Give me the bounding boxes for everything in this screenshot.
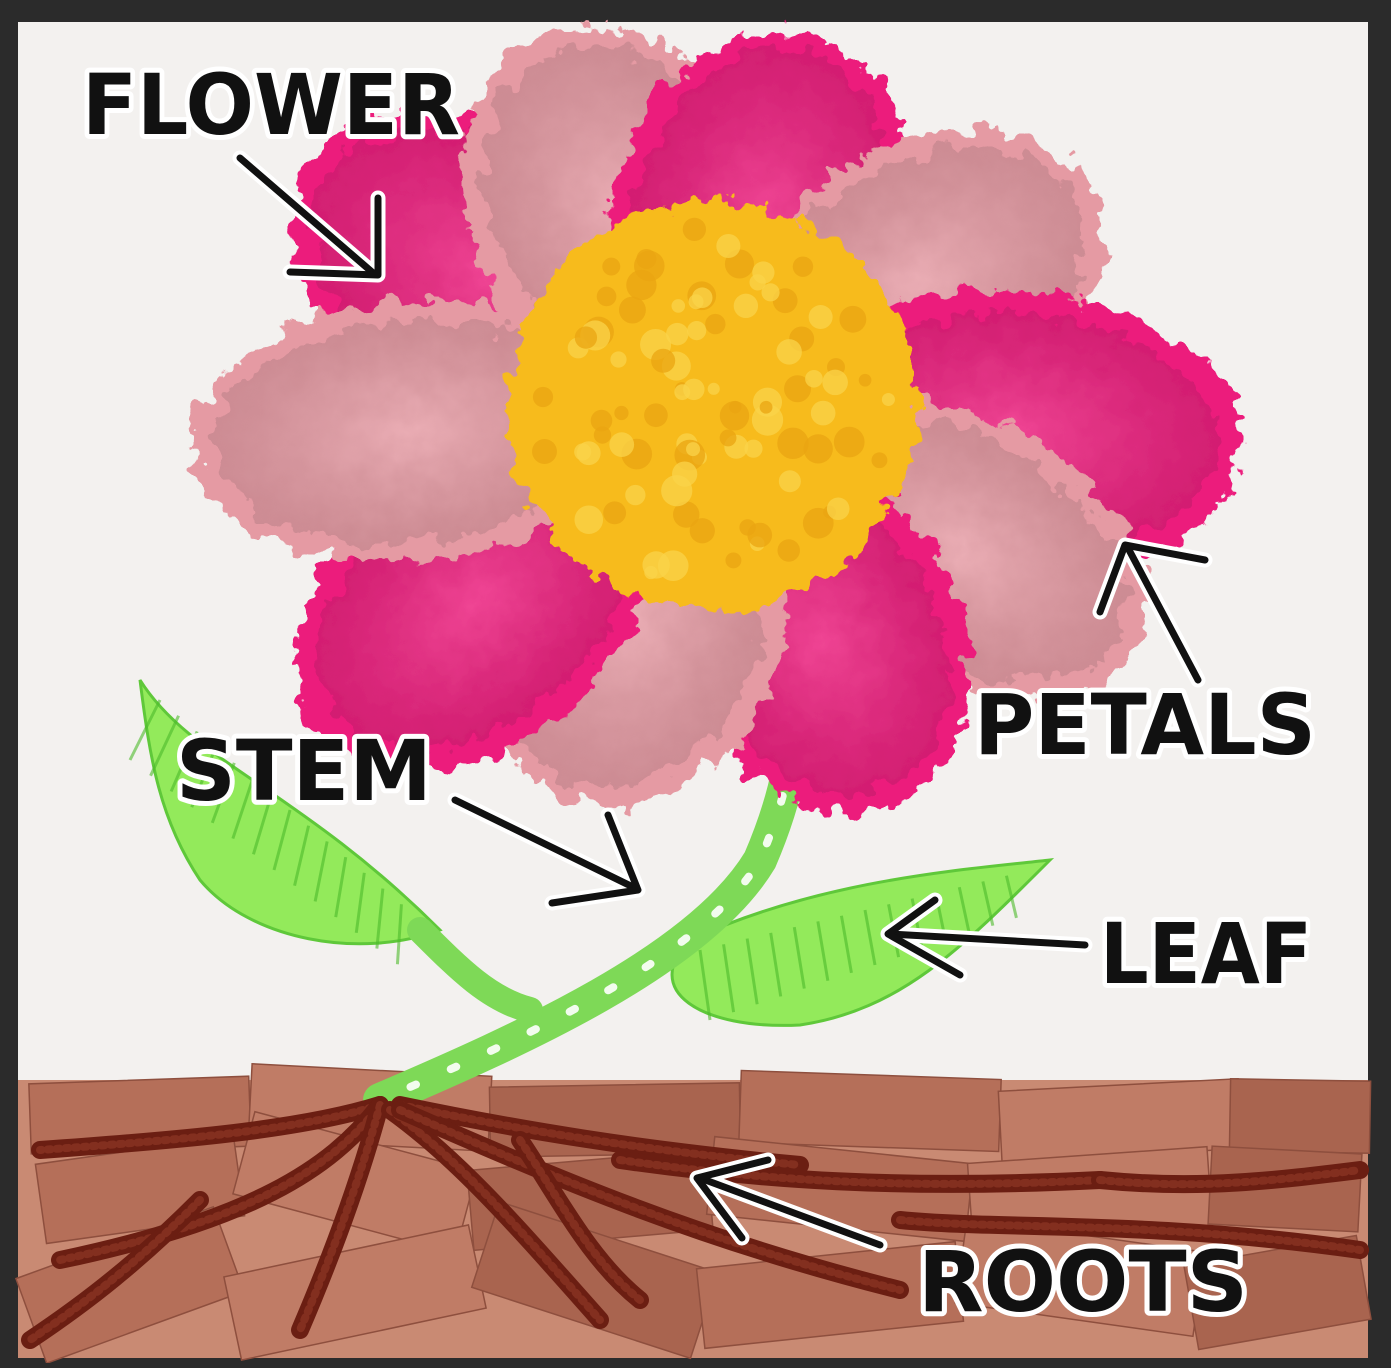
center-bump [779,470,801,492]
center-bump [822,370,848,396]
center-bump [644,566,657,579]
center-bump [839,306,866,333]
flower-center-disc [507,200,917,610]
center-bump [661,475,692,506]
center-bump [809,305,833,329]
center-bump [577,441,601,465]
center-bump [597,287,617,307]
center-bump [692,287,713,308]
center-bump [761,283,779,301]
center-bump [644,403,668,427]
center-bump [793,256,813,276]
center-bump [636,249,656,269]
center-bump [690,518,715,543]
center-bump [777,428,808,459]
center-bump [811,401,836,426]
center-bump [658,550,689,581]
center-bump [805,370,823,388]
center-bump [619,297,646,324]
center-bump [859,374,872,387]
center-bump [834,427,865,458]
label-petals: PETALS [974,676,1316,774]
label-stem: STEM [176,722,432,820]
center-bump [609,432,634,457]
center-bump [720,401,749,430]
center-bump [532,439,557,464]
soil-strip [1229,1079,1370,1153]
center-bump [651,349,675,373]
center-bump [602,258,620,276]
center-bump [683,218,706,241]
center-bump [708,383,720,395]
center-bump [716,234,740,258]
center-bump [827,497,850,520]
center-bump [625,485,645,505]
center-bump [687,321,706,340]
center-bump [776,339,802,365]
flower-center [507,200,917,610]
center-bump [614,406,628,420]
soil-strip [739,1070,1001,1151]
center-bump [760,401,773,414]
center-bump [626,270,656,300]
center-bump [574,505,603,534]
center-bump [882,393,895,406]
label-leaf: LEAF [1100,905,1312,1003]
center-bump [744,440,762,458]
label-flower: FLOWER [82,56,460,154]
center-bump [747,523,772,548]
center-bump [720,430,737,447]
center-bump [603,501,626,524]
center-bump [734,294,758,318]
center-bump [671,299,685,313]
center-bump [705,314,725,334]
center-bump [610,351,626,367]
center-bump [591,410,613,432]
label-roots: ROOTS [918,1233,1248,1331]
center-bump [683,379,704,400]
center-bump [872,452,888,468]
center-bump [725,552,741,568]
center-bump [575,326,597,348]
center-bump [777,539,799,561]
center-bump [686,442,700,456]
center-bump [752,261,774,283]
center-bump [533,387,553,407]
